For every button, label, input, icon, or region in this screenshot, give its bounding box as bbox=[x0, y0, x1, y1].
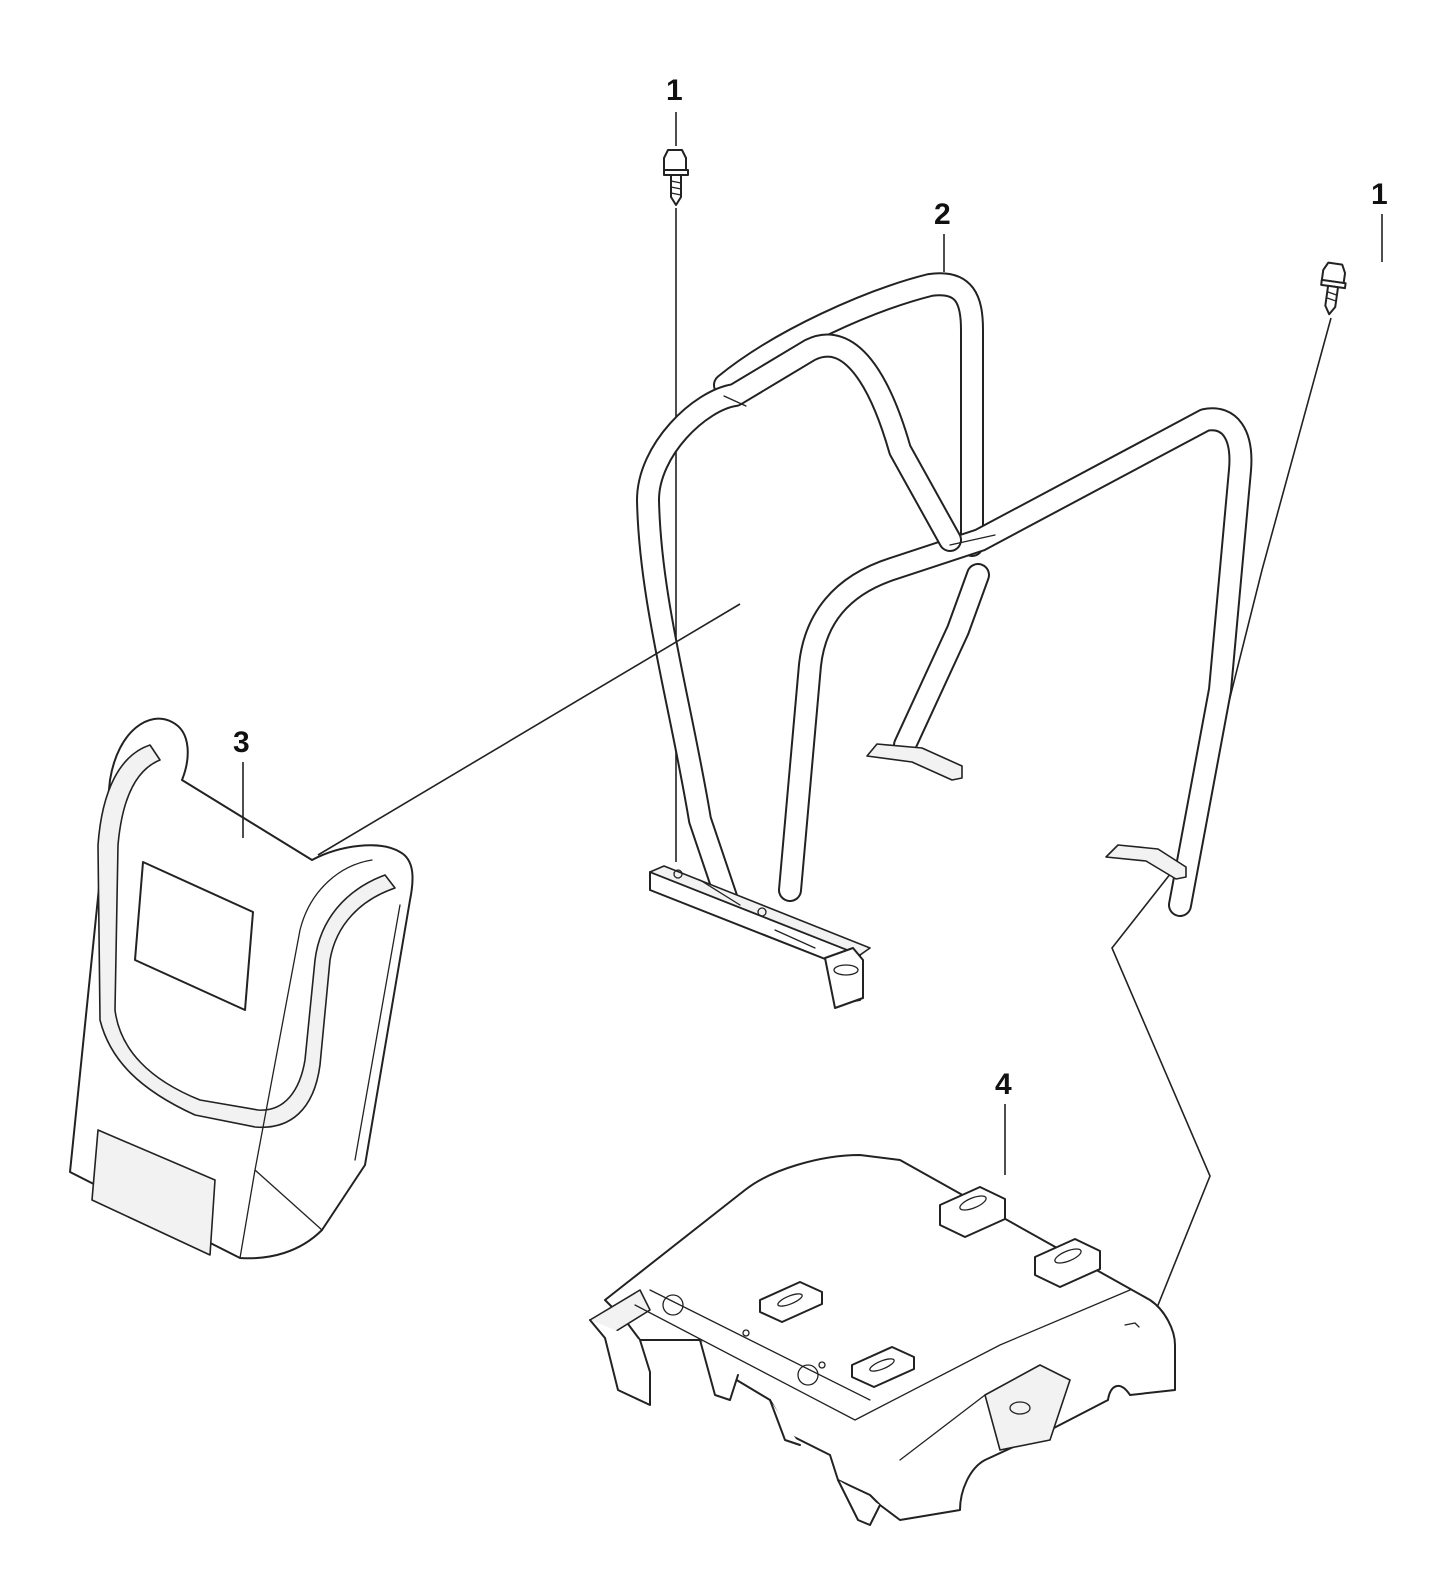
callout-1b: 1 bbox=[1371, 178, 1388, 211]
seat-base-pan-part-4[interactable] bbox=[589, 1154, 1176, 1526]
leader-line-1-right-axis bbox=[1111, 317, 1332, 1326]
seat-cushion-part-3[interactable] bbox=[69, 717, 414, 1260]
bolt-part-1-right[interactable] bbox=[1317, 261, 1348, 316]
leader-line-3-axis bbox=[317, 603, 741, 856]
roll-bar-frame-part-2[interactable] bbox=[636, 272, 1253, 1009]
bolt-part-1-left[interactable] bbox=[663, 149, 689, 206]
callout-3: 3 bbox=[233, 726, 250, 759]
callout-1a: 1 bbox=[666, 74, 683, 107]
callout-4: 4 bbox=[995, 1068, 1012, 1101]
callout-2: 2 bbox=[934, 198, 951, 231]
